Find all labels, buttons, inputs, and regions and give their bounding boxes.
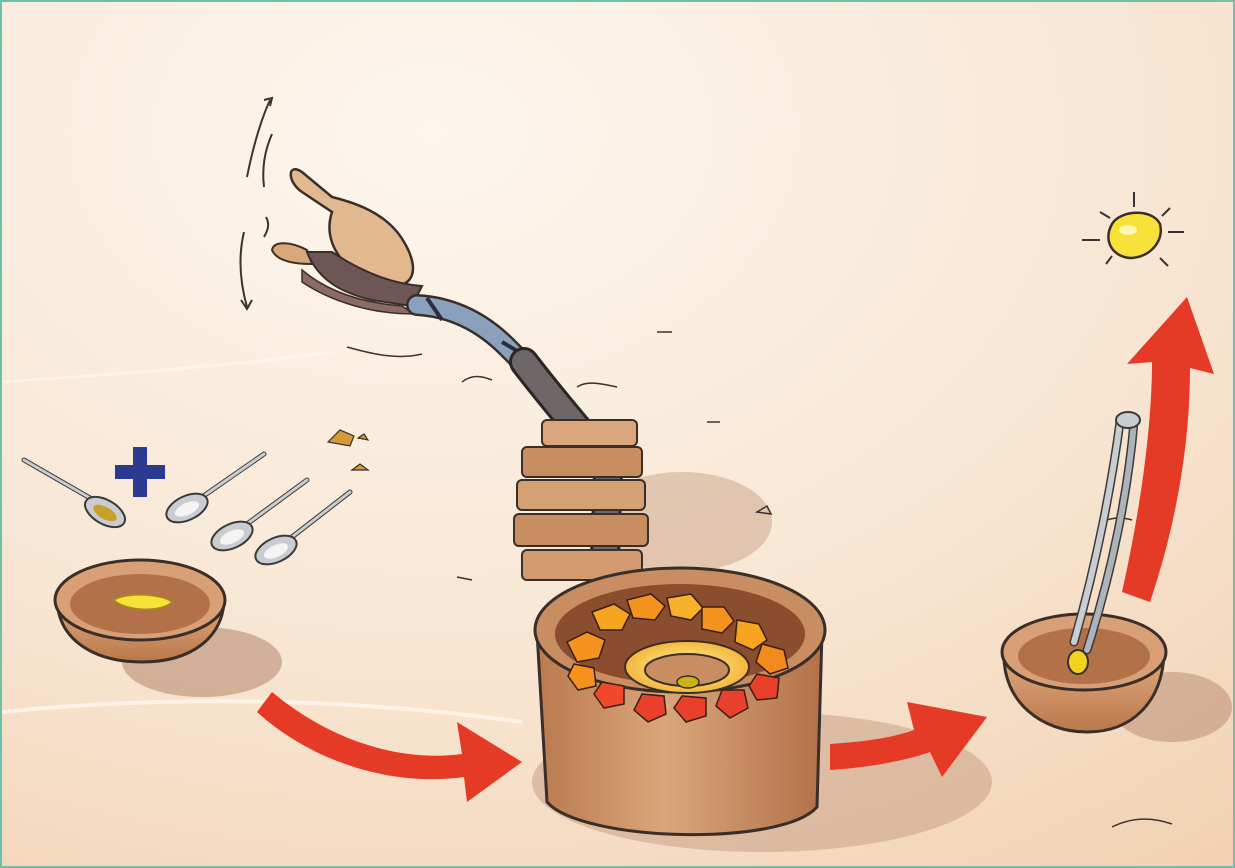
- crucible-icon: [55, 560, 225, 662]
- furnace-icon: [535, 568, 825, 835]
